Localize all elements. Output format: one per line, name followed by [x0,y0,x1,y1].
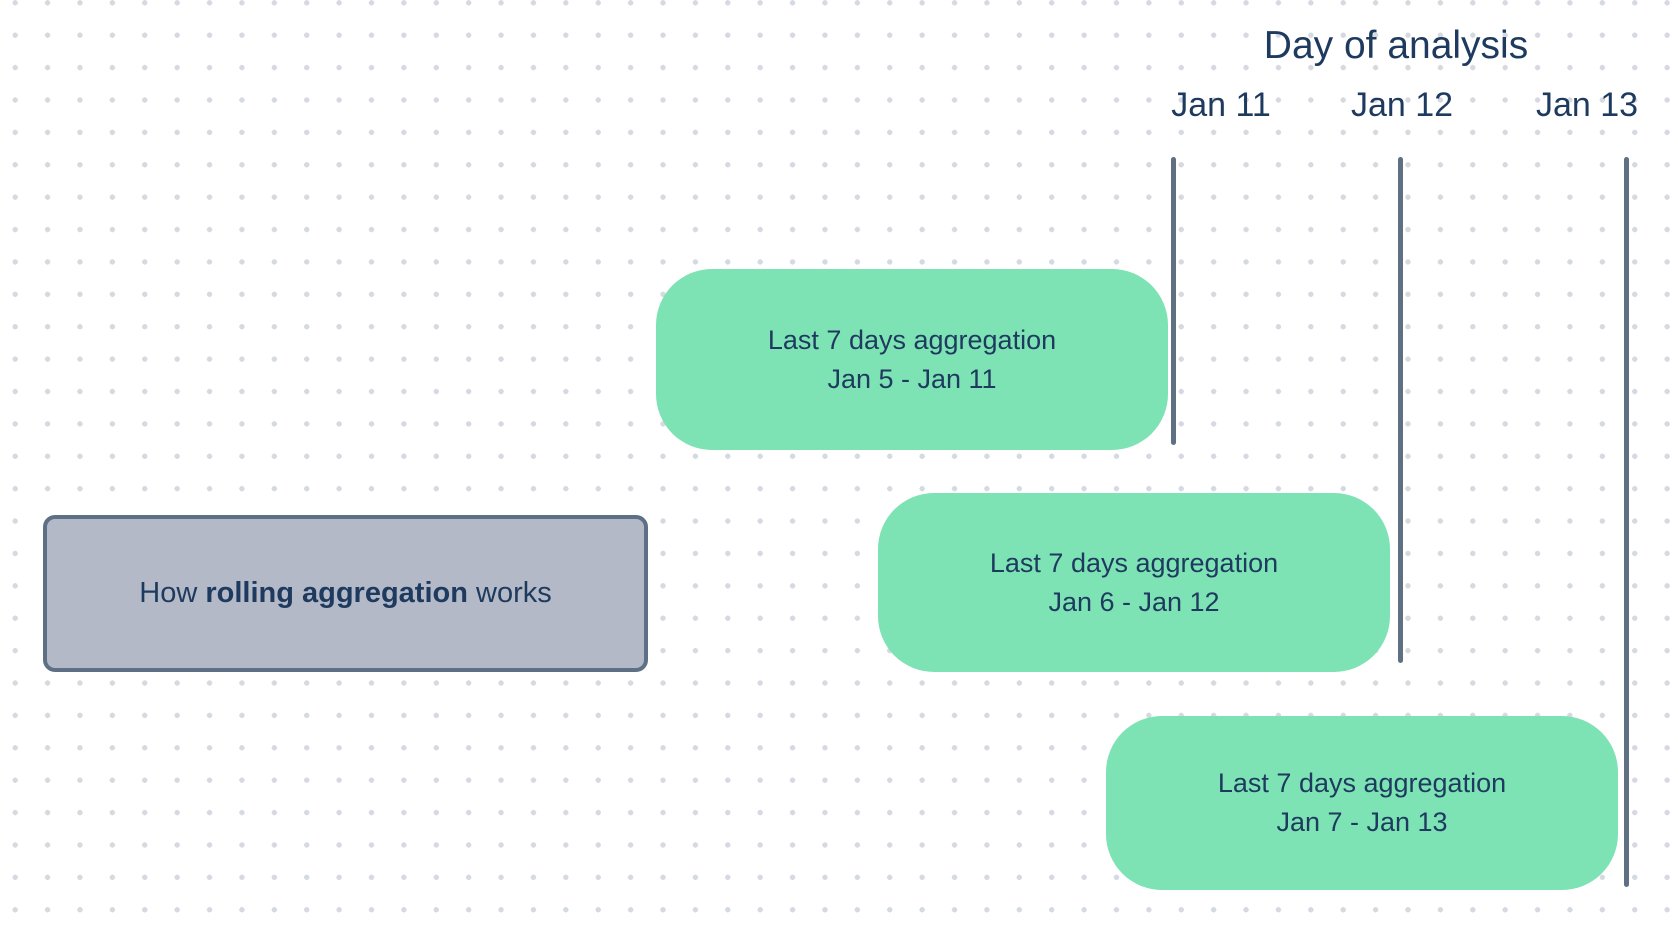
timeline-rule-jan-11 [1171,157,1176,445]
aggregation-card-title: Last 7 days aggregation [989,547,1279,578]
aggregation-card-jan7-jan13: Last 7 days aggregation Jan 7 - Jan 13 [1106,716,1618,890]
aggregation-card-title: Last 7 days aggregation [767,324,1057,355]
title-card-text-prefix: How [139,577,206,609]
timeline-rule-jan-13 [1624,157,1629,887]
aggregation-card-title: Last 7 days aggregation [1217,768,1507,798]
day-label-jan-12: Jan 12 [1350,86,1454,124]
aggregation-card-jan5-jan11: Last 7 days aggregation Jan 5 - Jan 11 [656,269,1168,450]
day-label-jan-11: Jan 11 [1171,86,1271,124]
title-card-text-bold: rolling aggregation [205,577,468,609]
aggregation-card-jan6-jan12: Last 7 days aggregation Jan 6 - Jan 12 [878,493,1390,672]
aggregation-card-range: Jan 5 - Jan 11 [827,363,997,394]
day-of-analysis-title: Day of analysis [1263,24,1529,67]
aggregation-card-range: Jan 7 - Jan 13 [1276,807,1448,837]
diagram-title-card: How rolling aggregation works [43,515,648,672]
title-card-text-suffix: works [467,577,552,609]
day-label-jan-13: Jan 13 [1535,86,1639,124]
aggregation-card-range: Jan 6 - Jan 12 [1048,586,1220,617]
timeline-rule-jan-12 [1398,157,1403,663]
